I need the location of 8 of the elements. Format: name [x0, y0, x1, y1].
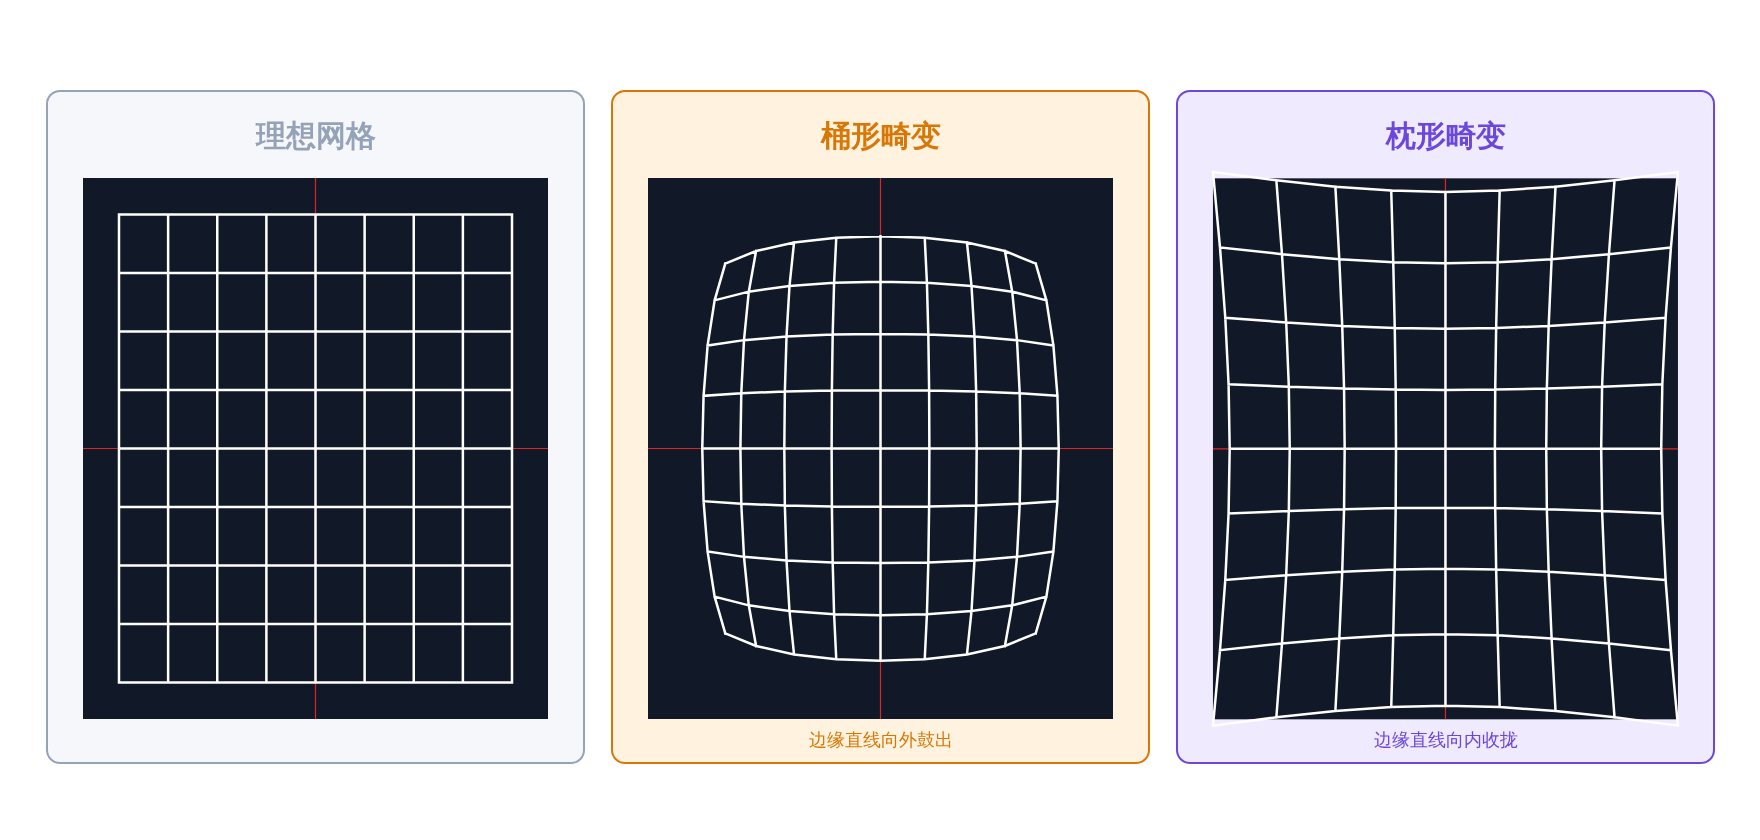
- panel-card: [1176, 90, 1715, 764]
- panel-title: 理想网格: [255, 118, 376, 154]
- panel-caption: 边缘直线向外鼓出: [808, 729, 953, 751]
- panel-title: 枕形畸变: [1385, 118, 1506, 154]
- panel-card: [46, 90, 585, 764]
- panel-title: 桶形畸变: [820, 118, 941, 154]
- panel-card: [611, 90, 1150, 764]
- panel-caption: 边缘直线向内收拢: [1373, 729, 1518, 751]
